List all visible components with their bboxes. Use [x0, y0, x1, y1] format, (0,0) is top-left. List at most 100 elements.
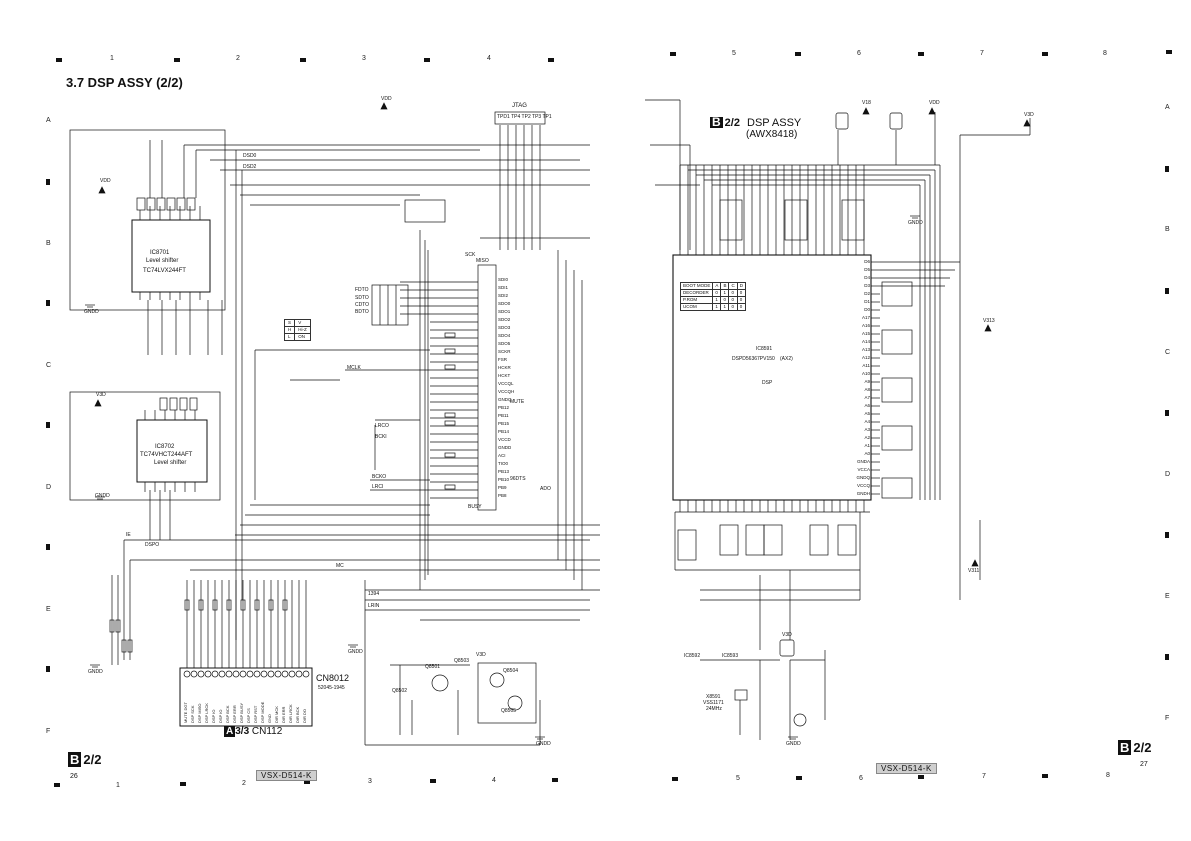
power-label: V311 [968, 568, 980, 574]
cn-pin-label: DIR LRCK [288, 704, 293, 723]
cn-pin-label: DSP ERR [232, 705, 237, 723]
pin-label: VCCQH [498, 389, 515, 394]
page-title: 3.7 DSP ASSY (2/2) [66, 75, 183, 90]
pin-label: PB13 [498, 469, 510, 474]
net-label-1394: 1394 [368, 591, 380, 597]
grid-marker [1166, 50, 1172, 54]
pin-label: HCKT [498, 373, 511, 378]
boot-table-cell: 1 [720, 289, 730, 297]
grid-col-1: 1 [110, 55, 114, 62]
grid-col-bottom-2: 2 [242, 780, 246, 787]
grid-marker [672, 777, 678, 781]
boot-table-cell: DECORDER [679, 289, 714, 297]
transistor-ref: Q8504 [503, 668, 519, 674]
ground-label: GNDD [95, 493, 110, 499]
pin-label: A5 [864, 411, 870, 416]
grid-marker [918, 775, 924, 779]
grid-col-6: 6 [857, 50, 861, 57]
sv-table: S V H Hi-Z L ON [283, 319, 311, 341]
ic8701-part: TC74LVX244FT [143, 268, 186, 274]
pin-label: PB15 [498, 421, 510, 426]
boot-table-cell: P.ROM [679, 296, 714, 304]
pin-label: GNDQ [498, 397, 512, 402]
pin-label: A13 [861, 347, 870, 352]
ic8591-part: DSPD56367PV150 [732, 356, 775, 362]
boot-table-cell: C [728, 282, 738, 290]
pin-label: HCKR [498, 365, 511, 370]
ic8701-pins [139, 206, 201, 300]
power-label: V3D [782, 632, 792, 638]
sv-table-cell: ON [294, 333, 311, 341]
boot-table-cell: 0 [736, 303, 746, 311]
sv-table-row: S V [283, 319, 311, 327]
power-label: V3D [96, 392, 106, 398]
pin-label: VCCQ [856, 483, 870, 488]
ic-ref: IC8593 [722, 653, 739, 659]
dsp-bottom-nets [674, 511, 981, 650]
net-label-ie: IE [126, 532, 131, 538]
ic8591-note: (AX2) [780, 356, 793, 362]
net-label-96dts: 96DTS [510, 476, 526, 482]
cn-pin-label: DIR BCK [295, 706, 300, 723]
ground-label: GNDD [908, 220, 923, 226]
pin-label: VCCD [498, 437, 511, 442]
ic8701-desc: Level shifter [146, 258, 179, 264]
sheet-tag-letter: B [68, 752, 82, 767]
crystal-freq: 24MHz [706, 706, 722, 712]
cn-pin-label: DSP BCK [225, 705, 230, 724]
grid-row-c-right: C [1165, 349, 1171, 356]
assy-tag-letter: B [710, 115, 723, 129]
transistor-ref: Q8501 [425, 664, 441, 670]
pin-label: SDI2 [498, 293, 509, 298]
ic8591-bottom-pins [679, 500, 865, 512]
pin-label: A16 [861, 323, 870, 328]
boot-table-cell: 1 [712, 296, 722, 304]
pin-label: A17 [861, 315, 870, 320]
pin-label: D4 [864, 275, 870, 280]
ic8591-label: DSP [762, 380, 773, 386]
ic8591-body [672, 254, 872, 501]
grid-marker [46, 544, 50, 550]
pin-label: A9 [864, 379, 870, 384]
dsp-bottom-capacitors [677, 524, 857, 561]
jtag-label: JTAG [512, 103, 527, 109]
right-page-entry-lines [645, 99, 700, 250]
boot-table-cell: 0 [736, 296, 746, 304]
sv-table-cell: H [283, 326, 296, 334]
pin-label: PB9 [498, 485, 507, 490]
ic8701-frame [69, 129, 226, 311]
grid-col-7: 7 [980, 50, 984, 57]
grid-marker [46, 666, 50, 672]
net-label-lrin: LRIN [368, 603, 380, 609]
grid-col-3: 3 [362, 55, 366, 62]
net-label-mc: MC [336, 563, 344, 569]
grid-row-f-left: F [46, 728, 51, 735]
ic8591-right-pin-labels: D6 D5 D4 D3 D2 D1 D0 A17 A16 A15 A14 A13… [856, 258, 871, 498]
cn112-from-fraction: 3/3 [235, 726, 250, 737]
power-label: V313 [983, 318, 995, 324]
cn8012-body [179, 667, 313, 727]
grid-col-2: 2 [236, 55, 240, 62]
pin-label: PB8 [498, 493, 507, 498]
boot-table-cell: 1 [720, 303, 730, 311]
pin-label: SDO3 [498, 325, 511, 330]
grid-col-bottom-4: 4 [492, 777, 496, 784]
boot-table-cell: B [720, 282, 730, 290]
transistor-ref: Q8505 [501, 708, 517, 714]
pin-label: SDO0 [498, 301, 511, 306]
net-label-sck: SCK [465, 252, 476, 258]
left-page-nets [123, 230, 600, 746]
transistor-area [390, 662, 541, 745]
power-label: VDD [100, 178, 111, 184]
pin-label: TIO0 [498, 461, 509, 466]
grid-marker [304, 780, 310, 784]
cn-pin-label: DSP MODE [260, 701, 265, 723]
net-label-dsd2: DSD2 [243, 164, 257, 170]
grid-marker [1042, 774, 1048, 778]
boot-table-cell: D [736, 282, 746, 290]
pin-label: A12 [861, 355, 870, 360]
cn8012-resistors [184, 599, 288, 611]
